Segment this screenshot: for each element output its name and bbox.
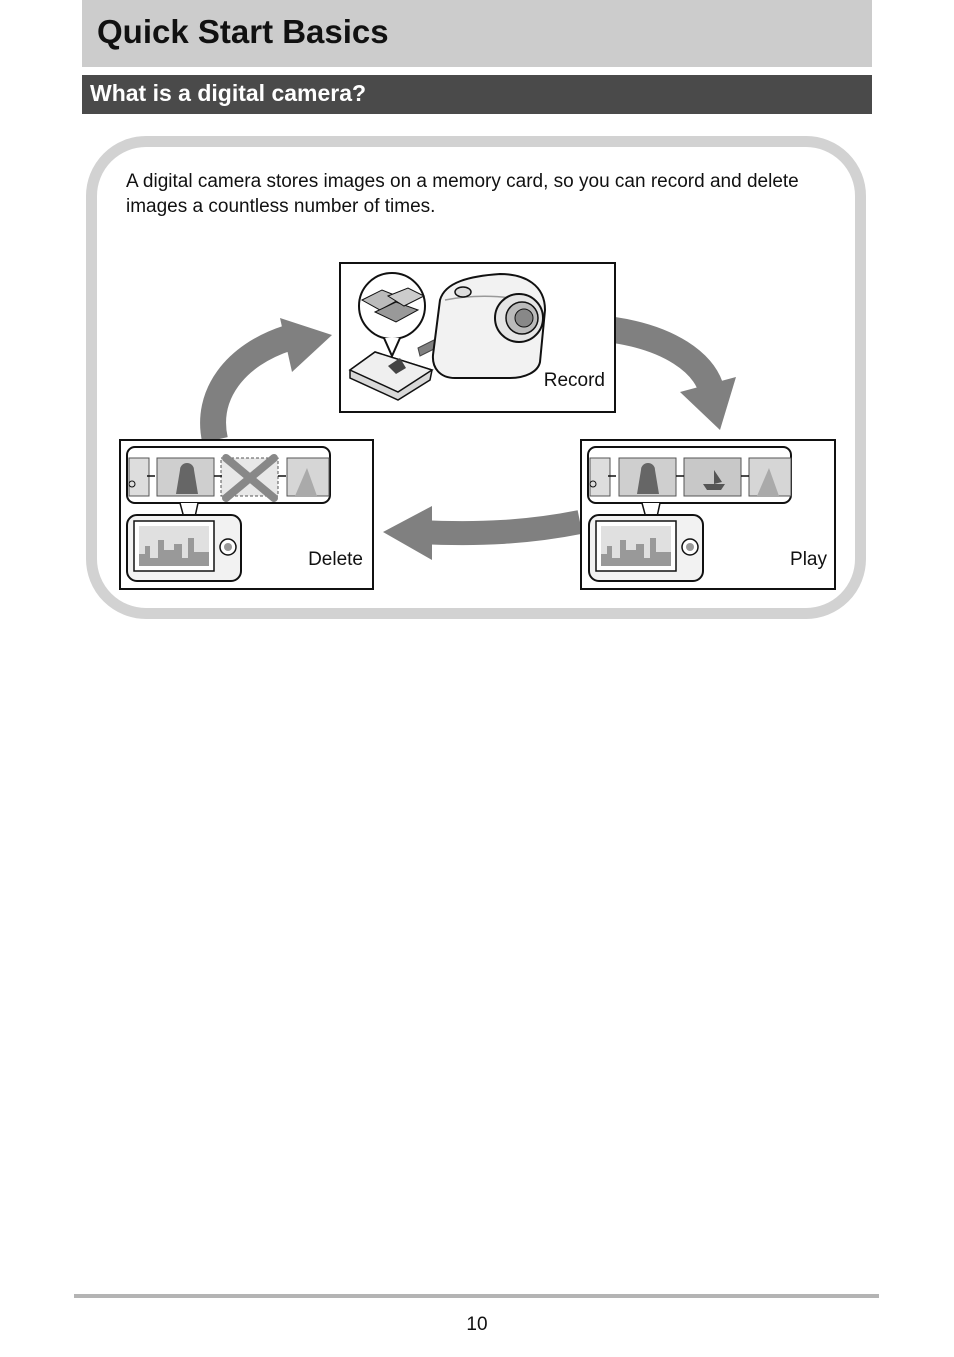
arrow-delete-to-record-icon — [200, 318, 332, 443]
intro-paragraph: A digital camera stores images on a memo… — [126, 171, 799, 217]
record-label: Record — [544, 370, 605, 391]
page-title-bar: Quick Start Basics — [82, 0, 872, 67]
camera-back-icon — [126, 514, 242, 582]
arrow-play-to-delete-icon — [383, 506, 583, 560]
delete-x-icon — [222, 454, 278, 502]
memory-card-icon — [348, 351, 434, 401]
page-title: Quick Start Basics — [97, 13, 389, 50]
section-title: What is a digital camera? — [90, 80, 367, 106]
record-box: Record — [339, 262, 616, 413]
page-number: 10 — [466, 1314, 488, 1335]
camera-back-icon — [588, 514, 704, 582]
filmstrip-icon — [126, 446, 331, 504]
play-label: Play — [790, 549, 827, 570]
section-header-bar: What is a digital camera? — [82, 75, 872, 114]
photo-bubble-icon — [358, 272, 426, 359]
record-play-delete-diagram: Record Delete — [119, 262, 836, 590]
footer-divider — [74, 1294, 879, 1298]
play-box: Play — [580, 439, 836, 590]
filmstrip-icon — [587, 446, 792, 504]
delete-label: Delete — [308, 549, 363, 570]
arrow-record-to-play-icon — [611, 317, 736, 430]
delete-box: Delete — [119, 439, 374, 590]
camera-icon — [431, 272, 547, 379]
